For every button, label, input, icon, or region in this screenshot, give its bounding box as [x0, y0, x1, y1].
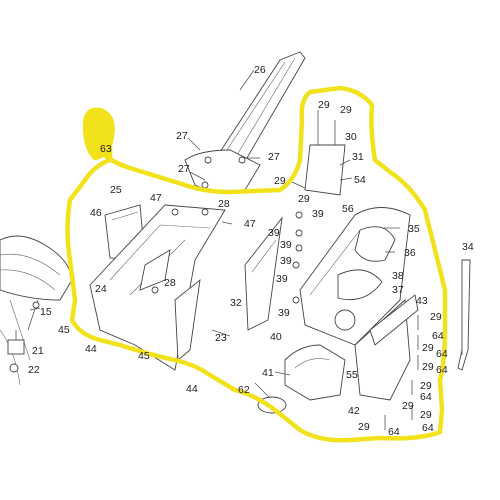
- callout-64: 64: [436, 348, 448, 360]
- callout-64: 64: [432, 330, 444, 342]
- callout-64: 64: [436, 364, 448, 376]
- callout-39: 39: [312, 208, 324, 220]
- callout-28: 28: [218, 198, 230, 210]
- callout-29: 29: [420, 380, 432, 392]
- callout-21: 21: [32, 345, 44, 357]
- rod-34-part: [457, 259, 471, 371]
- callout-31: 31: [352, 151, 364, 163]
- bolt-15-part: [27, 299, 40, 331]
- callout-29: 29: [420, 409, 432, 421]
- callout-64: 64: [422, 422, 434, 434]
- screws-39-part: [292, 211, 303, 304]
- callout-27: 27: [268, 151, 280, 163]
- callout-29: 29: [422, 342, 434, 354]
- callout-36: 36: [404, 247, 416, 259]
- callout-54: 54: [354, 174, 366, 186]
- callout-44: 44: [186, 383, 198, 395]
- callout-29: 29: [422, 361, 434, 373]
- callout-29: 29: [402, 400, 414, 412]
- callout-29: 29: [274, 175, 286, 187]
- callout-45: 45: [58, 324, 70, 336]
- callout-47: 47: [150, 192, 162, 204]
- callout-35: 35: [408, 223, 420, 235]
- callout-56: 56: [342, 203, 354, 215]
- screws-29-64-part: [384, 315, 463, 430]
- callout-29: 29: [298, 193, 310, 205]
- callout-42: 42: [348, 405, 360, 417]
- callout-39: 39: [278, 307, 290, 319]
- callout-23: 23: [215, 332, 227, 344]
- screw-22-part: [9, 363, 19, 373]
- callout-22: 22: [28, 364, 40, 376]
- callout-47: 47: [244, 218, 256, 230]
- seat-part: [0, 235, 73, 386]
- callout-63: 63: [100, 143, 112, 155]
- callout-64: 64: [388, 426, 400, 438]
- callout-labels: 63 26 27 27 27 29 29 30 31 29 29 54 25 4…: [28, 64, 474, 438]
- highlight-outline: [65, 85, 448, 443]
- bracket-31-part: [304, 110, 346, 196]
- callout-28: 28: [164, 277, 176, 289]
- callout-25: 25: [110, 184, 122, 196]
- plate-42-part: [354, 294, 419, 401]
- callout-27: 27: [176, 130, 188, 142]
- callout-26: 26: [254, 64, 266, 76]
- callout-62: 62: [238, 384, 250, 396]
- body-panel-23-part: [89, 204, 226, 371]
- callout-29: 29: [358, 421, 370, 433]
- highlight-marker-63: [82, 107, 115, 161]
- callout-15: 15: [40, 306, 52, 318]
- callout-30: 30: [345, 131, 357, 143]
- callout-39: 39: [280, 255, 292, 267]
- callout-44: 44: [85, 343, 97, 355]
- callout-29: 29: [340, 104, 352, 116]
- plate-32-part: [244, 216, 283, 331]
- callout-46: 46: [90, 207, 102, 219]
- callout-39: 39: [268, 227, 280, 239]
- callout-45: 45: [138, 350, 150, 362]
- callout-29: 29: [430, 311, 442, 323]
- callout-27: 27: [178, 163, 190, 175]
- callout-24: 24: [95, 283, 107, 295]
- callout-29: 29: [318, 99, 330, 111]
- callout-39: 39: [280, 239, 292, 251]
- airbox-part: [299, 207, 411, 346]
- callout-38: 38: [392, 270, 404, 282]
- callout-43: 43: [416, 295, 428, 307]
- callout-40: 40: [270, 331, 282, 343]
- callout-32: 32: [230, 297, 242, 309]
- callout-64: 64: [420, 391, 432, 403]
- callout-34: 34: [462, 241, 474, 253]
- callout-55: 55: [346, 369, 358, 381]
- callout-37: 37: [392, 284, 404, 296]
- callout-41: 41: [262, 367, 274, 379]
- fitting-21-part: [7, 330, 25, 355]
- rear-fender-part: [184, 51, 306, 193]
- duct-41-part: [257, 344, 346, 414]
- callout-39: 39: [276, 273, 288, 285]
- leader-lines: [29, 69, 400, 399]
